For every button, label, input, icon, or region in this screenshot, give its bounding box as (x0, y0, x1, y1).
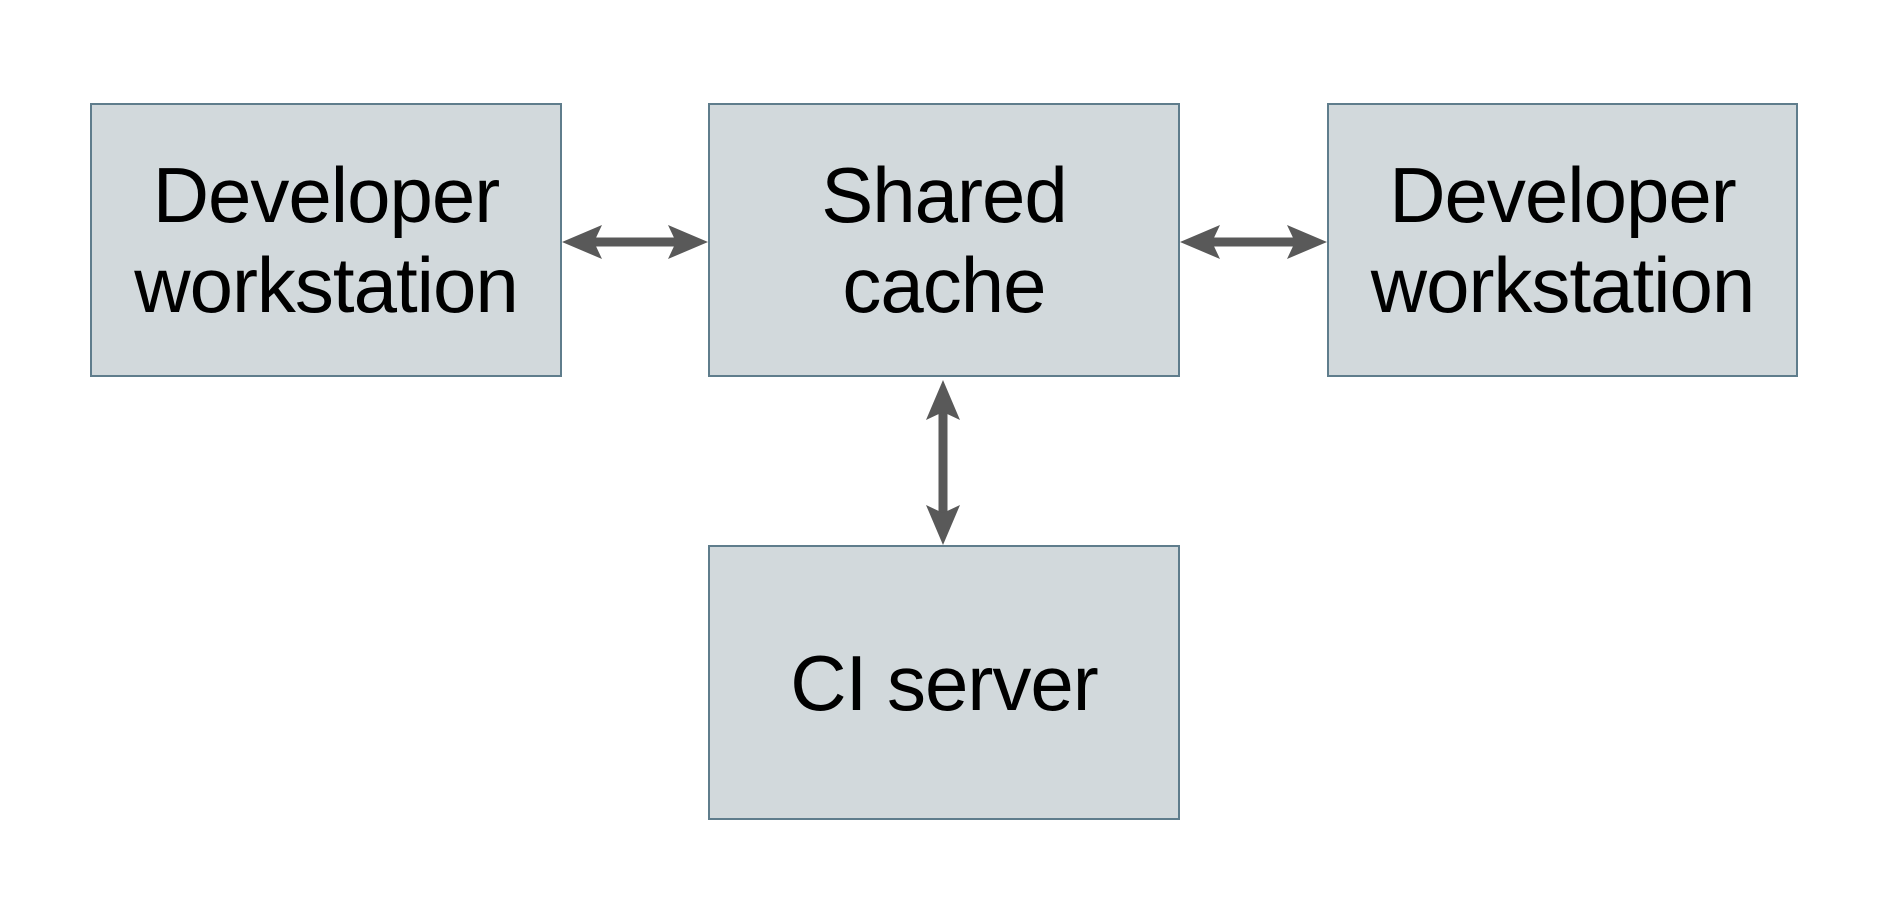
bidirectional-arrow-shared-cache-ci-server (926, 380, 960, 545)
box-shared-cache: Shared cache (708, 103, 1180, 377)
box-label-line: workstation (134, 241, 518, 329)
box-label-line: cache (842, 241, 1046, 329)
box-developer-workstation-right: Developer workstation (1327, 103, 1798, 377)
box-label-line: workstation (1370, 241, 1755, 329)
box-label-line: Developer (152, 151, 501, 239)
box-label-line: Shared (821, 151, 1068, 239)
box-developer-workstation-left: Developer workstation (90, 103, 562, 377)
bidirectional-arrow-left-workstation-shared-cache (562, 225, 708, 259)
bidirectional-arrow-shared-cache-right-workstation (1180, 225, 1327, 259)
box-label-line: Developer (1389, 151, 1737, 239)
box-label-line: CI server (790, 638, 1098, 727)
box-ci-server: CI server (708, 545, 1180, 820)
